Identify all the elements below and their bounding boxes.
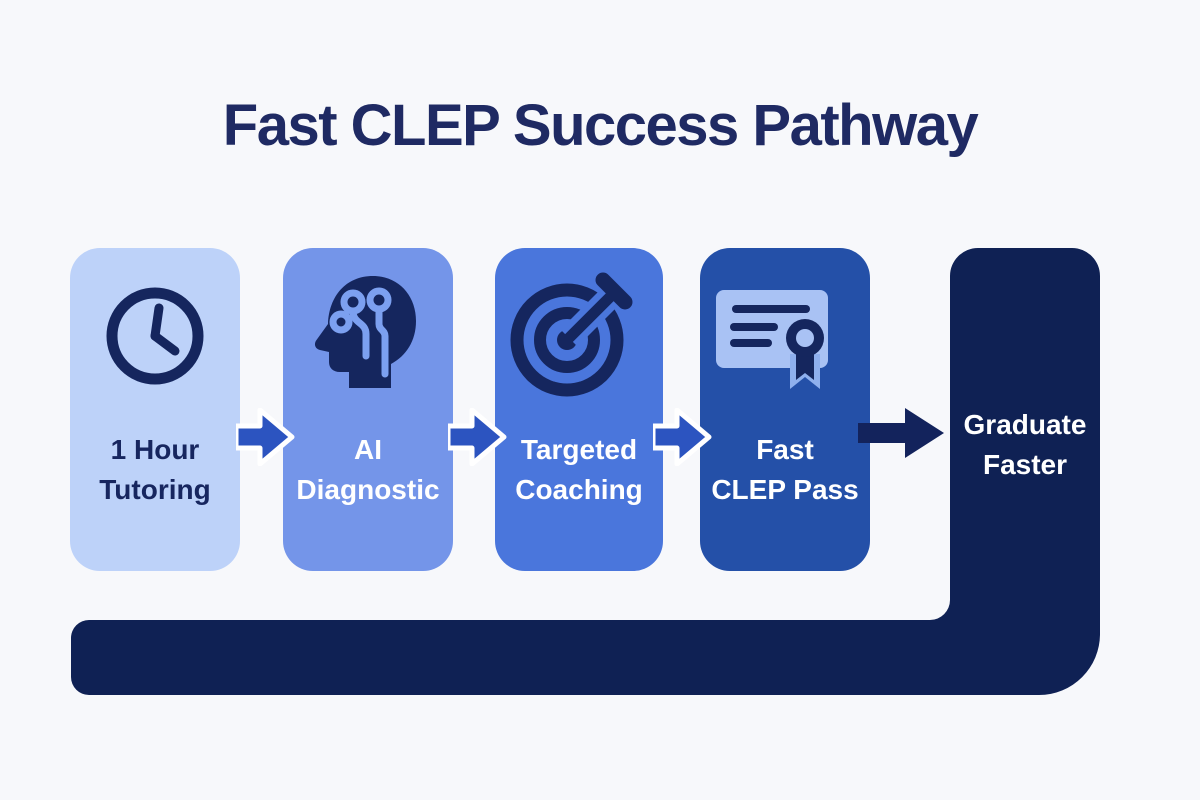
arrow-right-icon bbox=[653, 408, 712, 466]
step-label-line2: Diagnostic bbox=[296, 474, 440, 505]
arrow-right-icon bbox=[236, 408, 295, 466]
arrow-right-icon bbox=[448, 408, 507, 466]
step-card-fast-clep-pass: Fast CLEP Pass bbox=[700, 248, 870, 571]
step-label: 1 Hour Tutoring bbox=[70, 430, 240, 510]
result-label: Graduate Faster bbox=[950, 405, 1100, 485]
certificate-icon bbox=[716, 290, 828, 389]
step-label-line1: 1 Hour bbox=[110, 434, 200, 465]
step-label-line1: Targeted bbox=[520, 434, 638, 465]
step-label-line2: CLEP Pass bbox=[711, 474, 859, 505]
step-label-line1: Fast bbox=[756, 434, 814, 465]
target-dart-icon bbox=[510, 272, 634, 397]
result-label-line1: Graduate bbox=[963, 409, 1087, 440]
step-label: Targeted Coaching bbox=[495, 430, 663, 510]
step-label-line2: Coaching bbox=[515, 474, 643, 505]
step-label: AI Diagnostic bbox=[283, 430, 453, 510]
result-label-line2: Faster bbox=[982, 449, 1068, 480]
step-label-line1: AI bbox=[354, 434, 382, 465]
step-card-targeted-coaching: Targeted Coaching bbox=[495, 248, 663, 571]
step-label-line2: Tutoring bbox=[99, 474, 211, 505]
step-card-1-hour-tutoring: 1 Hour Tutoring bbox=[70, 248, 240, 571]
arrow-right-dark-icon bbox=[858, 408, 944, 458]
step-label: Fast CLEP Pass bbox=[700, 430, 870, 510]
clock-icon bbox=[106, 287, 204, 385]
step-card-ai-diagnostic: AI Diagnostic bbox=[283, 248, 453, 571]
page-title: Fast CLEP Success Pathway bbox=[222, 93, 979, 158]
ai-head-circuit-icon bbox=[314, 276, 416, 388]
